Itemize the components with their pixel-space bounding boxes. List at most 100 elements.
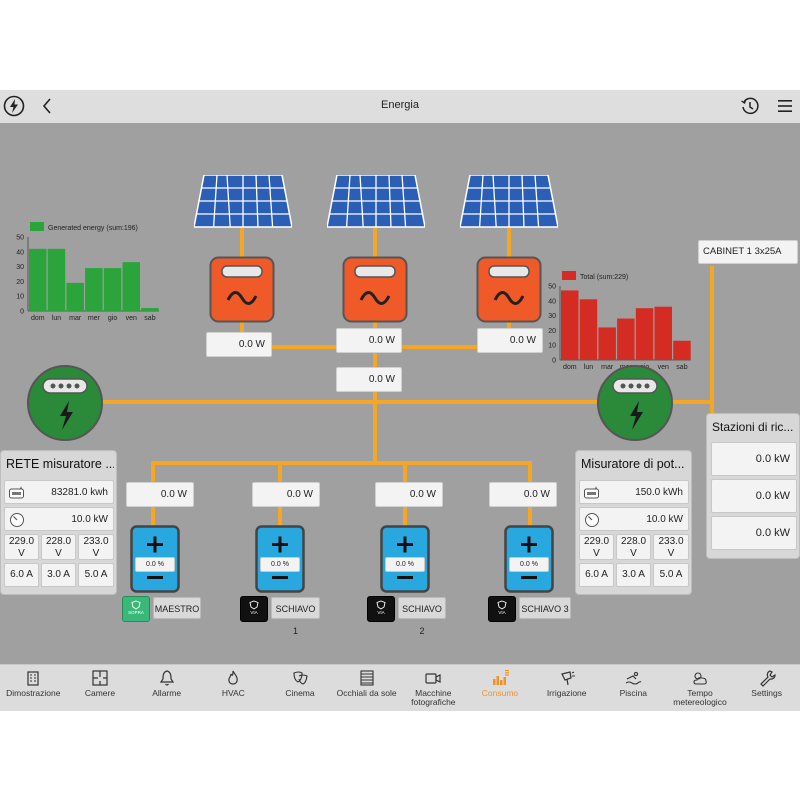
rete-meter-panel[interactable]: RETE misuratore ... 83281.0 kwh 10.0 kW … [0, 450, 117, 595]
tab-allarme[interactable]: Allarme [133, 665, 200, 711]
misuratore-energy-value: 150.0 kWh [635, 487, 683, 498]
misuratore-title: Misuratore di pot... [581, 457, 685, 471]
generated-energy-xtick-label: sab [144, 315, 155, 322]
misuratore-power-row: 10.0 kW [579, 507, 689, 531]
generated-energy-chart: Generated energy (sum:196)50403020100dom… [16, 222, 159, 322]
inverter-1-icon[interactable] [209, 256, 275, 323]
inverter-3-value: 0.0 W [477, 328, 543, 353]
swimmer-icon [626, 671, 642, 685]
battery-3[interactable]: 0.0 % [380, 525, 430, 593]
battery-1[interactable]: 0.0 % [130, 525, 180, 593]
gauge-icon [10, 513, 24, 527]
tab-consumo[interactable]: Consumo [467, 665, 534, 711]
rooms-icon [92, 670, 108, 686]
flame-icon [228, 670, 239, 685]
tab-settings[interactable]: Settings [733, 665, 800, 711]
total-energy-bar-gio [635, 308, 654, 360]
battery-4-tag[interactable]: SCHIAVO 3 [519, 597, 571, 619]
history-clock-icon[interactable] [740, 96, 760, 116]
tab-camere[interactable]: Camere [67, 665, 134, 711]
camera-icon [425, 673, 441, 684]
battery-2-badge-label: VIA [250, 610, 258, 615]
battery-4-value: 0.0 W [489, 482, 557, 507]
inverter-2-value: 0.0 W [336, 328, 402, 353]
generated-energy-bar-gio [103, 268, 122, 311]
battery-3-tag[interactable]: SCHIAVO 2 [398, 597, 446, 636]
total-energy-bar-ven [654, 306, 672, 360]
charging-stations-panel[interactable]: Stazioni di ric... 0.0 kW 0.0 kW 0.0 kW [706, 413, 800, 559]
cabinet-label[interactable]: CABINET 1 3x25A [698, 240, 798, 264]
energy-logo-icon[interactable] [3, 95, 25, 117]
generated-energy-bar-ven [122, 262, 140, 311]
theater-masks-icon [293, 671, 308, 685]
total-energy-ytick-label: 20 [548, 328, 556, 335]
generated-energy-ytick-label: 10 [16, 294, 24, 301]
tab-label: Irrigazione [546, 688, 587, 698]
generated-energy-xtick-label: gio [108, 315, 117, 322]
tab-cinema[interactable]: Cinema [267, 665, 334, 711]
battery-1-status-badge[interactable]: SOPRA [122, 596, 150, 622]
header-bar: Energia [0, 90, 800, 123]
tab-piscina[interactable]: Piscina [600, 665, 667, 711]
total-energy-xtick-label: ven [658, 364, 669, 371]
rete-power-value: 10.0 kW [71, 514, 108, 525]
tab-hvac[interactable]: HVAC [200, 665, 267, 711]
total-energy-bar-sab [673, 340, 691, 360]
tab-label: Settings [751, 688, 783, 698]
menu-icon[interactable] [777, 98, 793, 114]
battery-2-status-badge[interactable]: VIA [240, 596, 268, 622]
generated-energy-xtick-label: lun [52, 315, 61, 322]
weather-icon [693, 672, 707, 685]
battery-2-tag[interactable]: SCHIAVO 1 [271, 597, 320, 636]
battery-2[interactable]: 0.0 % [255, 525, 305, 593]
bus-value: 0.0 W [336, 367, 402, 392]
tab-tempo-metereologico[interactable]: Tempo metereologico [667, 665, 734, 711]
tab-irrigazione[interactable]: Irrigazione [533, 665, 600, 711]
battery-4-badge-label: VIA [498, 610, 506, 615]
solar-panel-1-icon [194, 175, 292, 228]
generated-energy-bar-mar [66, 282, 84, 311]
solar-panel-3-icon [460, 175, 558, 228]
energy-diagram: 0.0 W 0.0 W 0.0 W 0.0 W Generated energy… [0, 123, 800, 664]
generated-energy-ytick-label: 40 [16, 249, 24, 256]
tab-dimostrazione[interactable]: Dimostrazione [0, 665, 67, 711]
total-energy-xtick-label: dom [563, 364, 577, 371]
battery-4[interactable]: 0.0 % [504, 525, 554, 593]
battery-4-status-badge[interactable]: VIA [488, 596, 516, 622]
total-energy-chart: Total (sum:229)50403020100domlunmarmergi… [548, 271, 691, 371]
total-energy-ytick-label: 10 [548, 343, 556, 350]
total-energy-bar-mar [598, 327, 616, 360]
total-energy-bar-mer [617, 318, 635, 360]
tab-occhiali-da-sole[interactable]: Occhiali da sole [333, 665, 400, 711]
battery-3-status-badge[interactable]: VIA [367, 596, 395, 622]
power-meter-panel[interactable]: Misuratore di pot... 150.0 kWh 10.0 kW 2… [575, 450, 692, 595]
shield-icon [497, 600, 507, 610]
misuratore-energy-row: 150.0 kWh [579, 480, 689, 504]
generated-energy-ytick-label: 20 [16, 279, 24, 286]
tab-macchine-fotografiche[interactable]: Macchine fotografiche [400, 665, 467, 711]
battery-3-badge-label: VIA [377, 610, 385, 615]
generated-energy-bar-mer [85, 268, 103, 311]
inverter-2-icon[interactable] [342, 256, 408, 323]
generated-energy-bar-sab [141, 308, 159, 311]
back-chevron-icon[interactable] [40, 97, 54, 115]
power-meter-icon[interactable] [596, 364, 674, 442]
battery-3-value: 0.0 W [375, 482, 443, 507]
tab-label: HVAC [221, 688, 245, 698]
rete-amp-3: 5.0 A [78, 563, 114, 587]
battery-1-tag[interactable]: MAESTRO [153, 597, 201, 619]
battery-1-value: 0.0 W [126, 482, 194, 507]
generated-energy-xtick-label: ven [126, 315, 137, 322]
wiring-lines [98, 228, 714, 527]
inverter-3-icon[interactable] [476, 256, 542, 323]
tab-label: Macchine fotografiche [411, 688, 456, 707]
generated-energy-xtick-label: mar [69, 315, 82, 322]
battery-1-badge-label: SOPRA [128, 610, 144, 615]
tab-label: Dimostrazione [6, 688, 61, 698]
grid-meter-icon[interactable] [26, 364, 104, 442]
